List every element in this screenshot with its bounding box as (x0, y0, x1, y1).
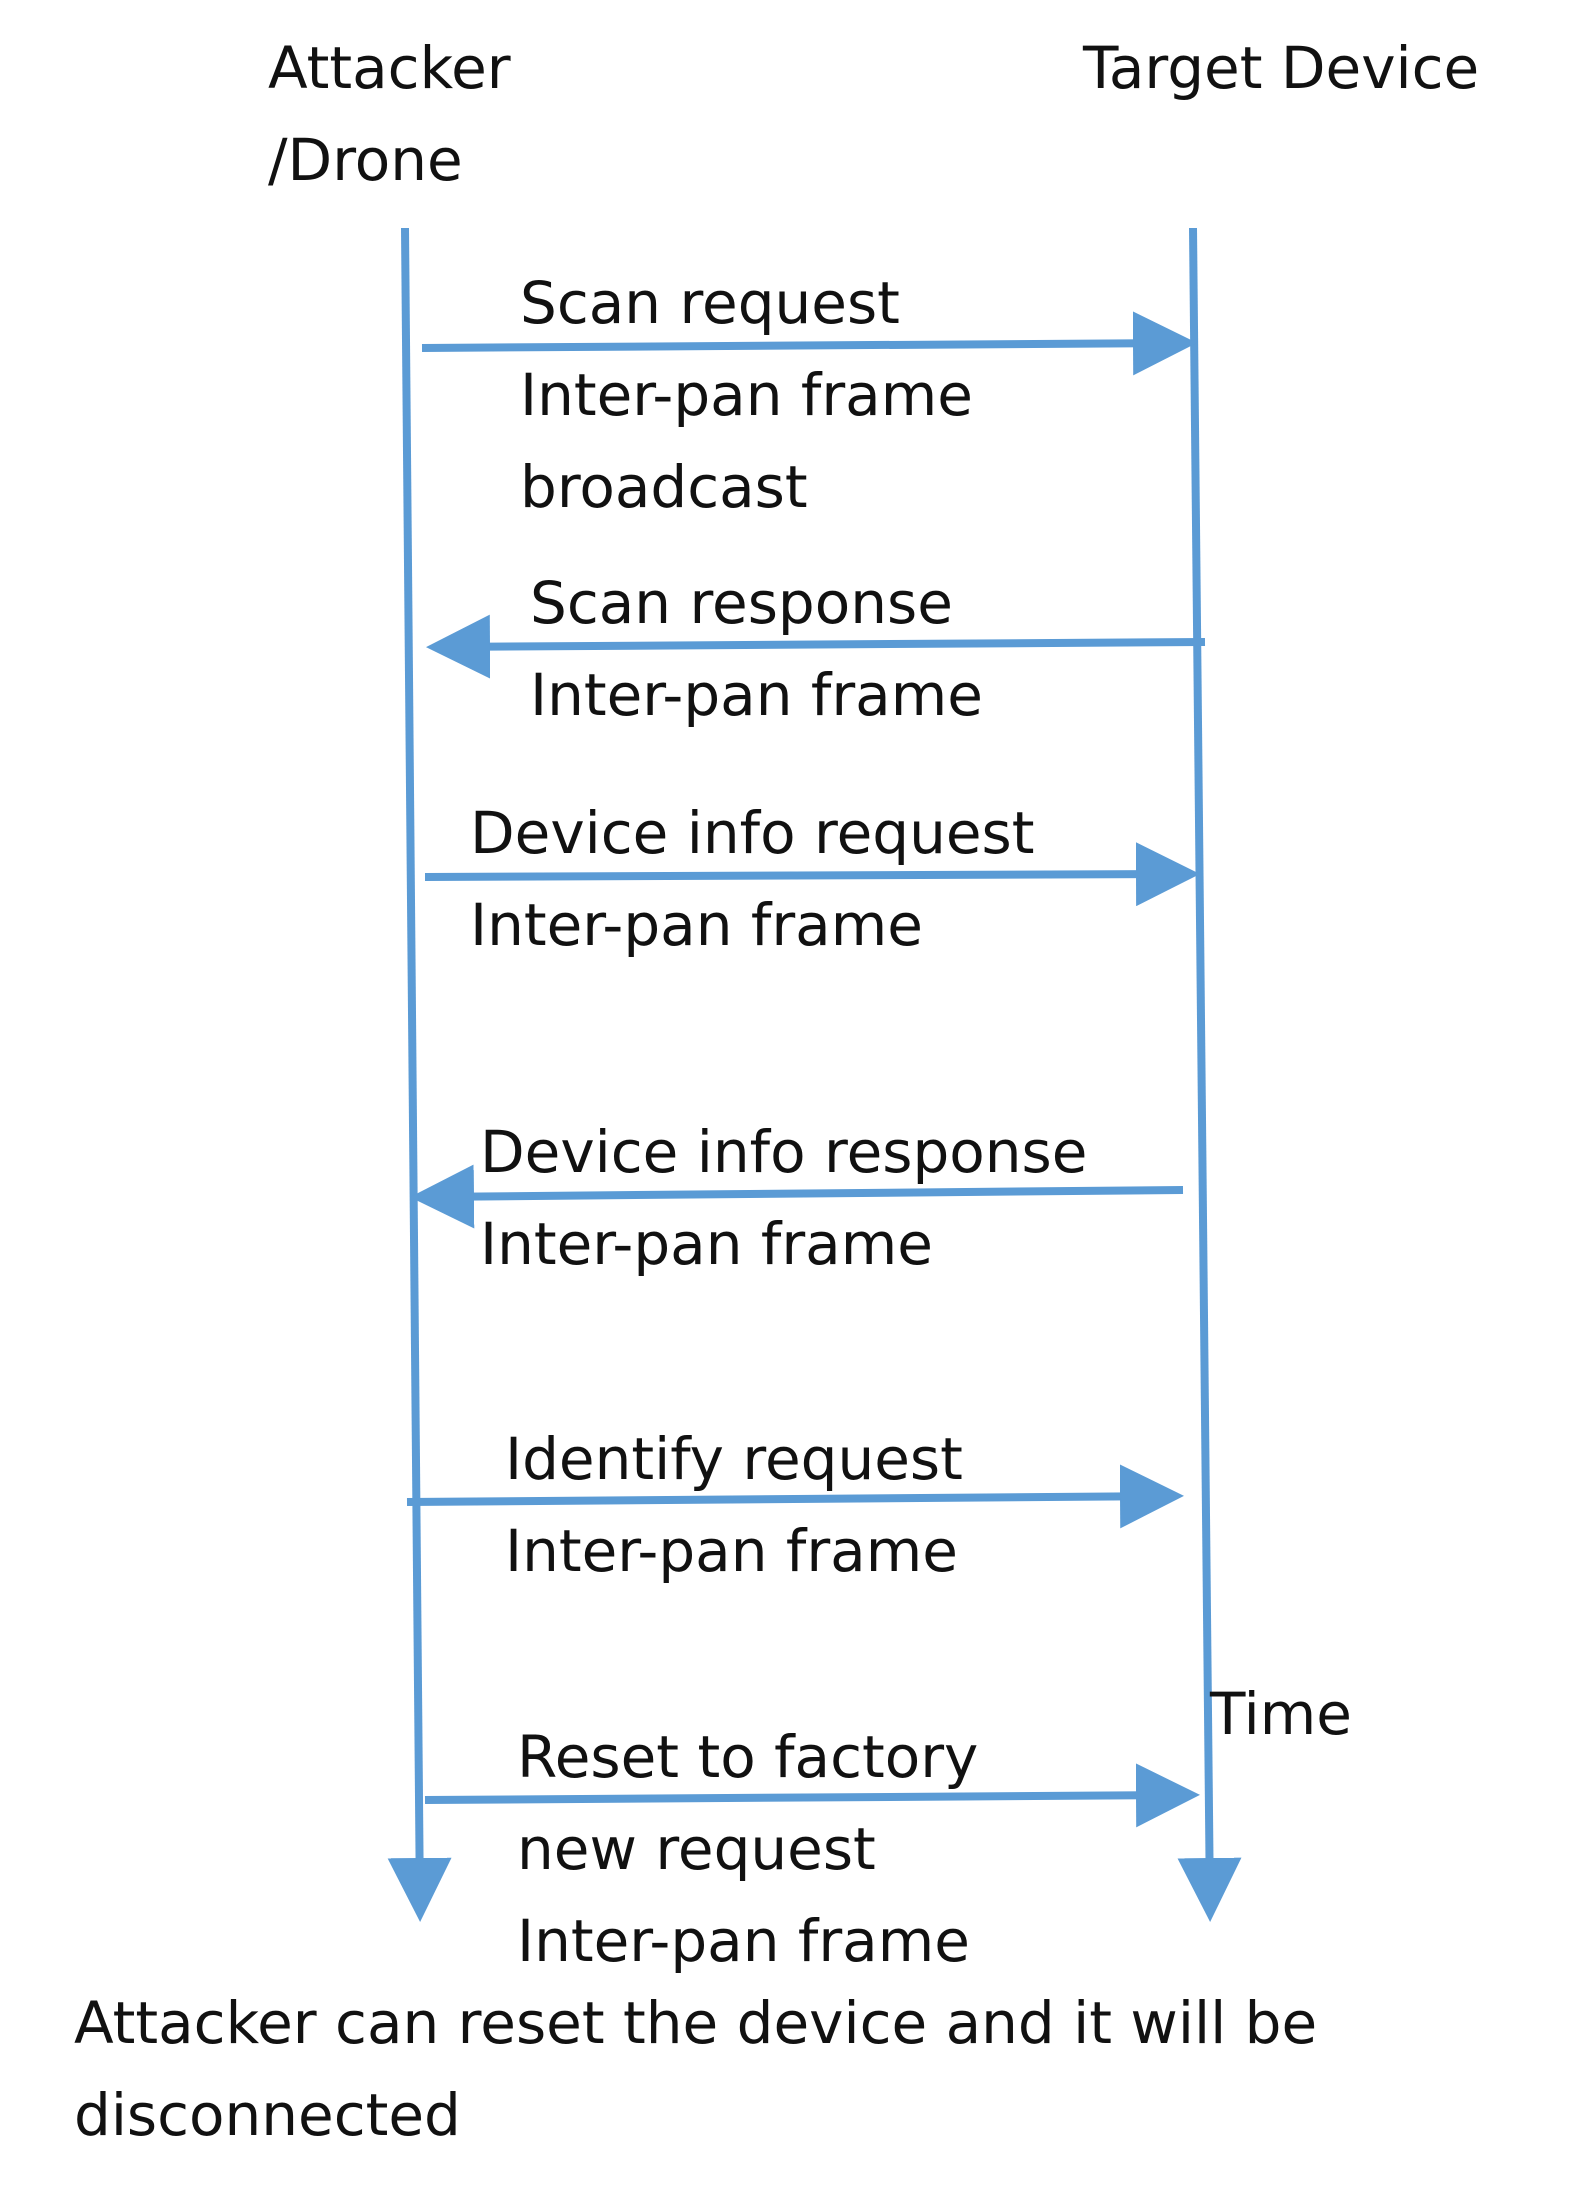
diagram-caption: Attacker can reset the device and it wil… (74, 1977, 1317, 2161)
time-label: Time (1210, 1680, 1352, 1748)
message-line: Inter-pan frame (520, 361, 973, 429)
message-line: Reset to factory (517, 1723, 979, 1791)
device-info-request-arrow (424, 842, 1200, 907)
message-line: Inter-pan frame (480, 1210, 933, 1278)
caption-line: Attacker can reset the device and it wil… (74, 1989, 1318, 2057)
message-line: Device info request (470, 799, 1035, 867)
caption-line: disconnected (74, 2081, 461, 2149)
message-line: Inter-pan frame (517, 1907, 970, 1975)
attacker-label: Attacker (268, 34, 511, 102)
scan-response-label: Scan response Inter-pan frame (530, 557, 983, 741)
identify-request-label: Identify request Inter-pan frame (505, 1413, 963, 1597)
message-line: Identify request (505, 1425, 963, 1493)
message-line: Scan response (530, 569, 953, 637)
scan-request-arrow (421, 311, 1197, 376)
message-line: broadcast (520, 453, 808, 521)
message-line: Inter-pan frame (470, 891, 923, 959)
reset-request-label: Reset to factory new request Inter-pan f… (517, 1711, 978, 1987)
attacker-lifeline (387, 227, 452, 1922)
target-header: Target Device (1083, 22, 1479, 114)
message-line: new request (517, 1815, 876, 1883)
message-line: Inter-pan frame (505, 1517, 958, 1585)
target-label: Target Device (1083, 34, 1480, 102)
identify-request-arrow (406, 1464, 1184, 1529)
reset-request-arrow (424, 1763, 1200, 1828)
device-info-request-label: Device info request Inter-pan frame (470, 787, 1034, 971)
target-lifeline (1177, 227, 1242, 1922)
message-line: Device info response (480, 1118, 1088, 1186)
attacker-header: Attacker /Drone (268, 22, 511, 206)
scan-response-arrow (426, 614, 1206, 679)
message-line: Scan request (520, 269, 900, 337)
attacker-sublabel: /Drone (268, 126, 463, 194)
device-info-response-label: Device info response Inter-pan frame (480, 1106, 1087, 1290)
scan-request-label: Scan request Inter-pan frame broadcast (520, 257, 973, 533)
message-line: Inter-pan frame (530, 661, 983, 729)
device-info-response-arrow (410, 1164, 1184, 1229)
